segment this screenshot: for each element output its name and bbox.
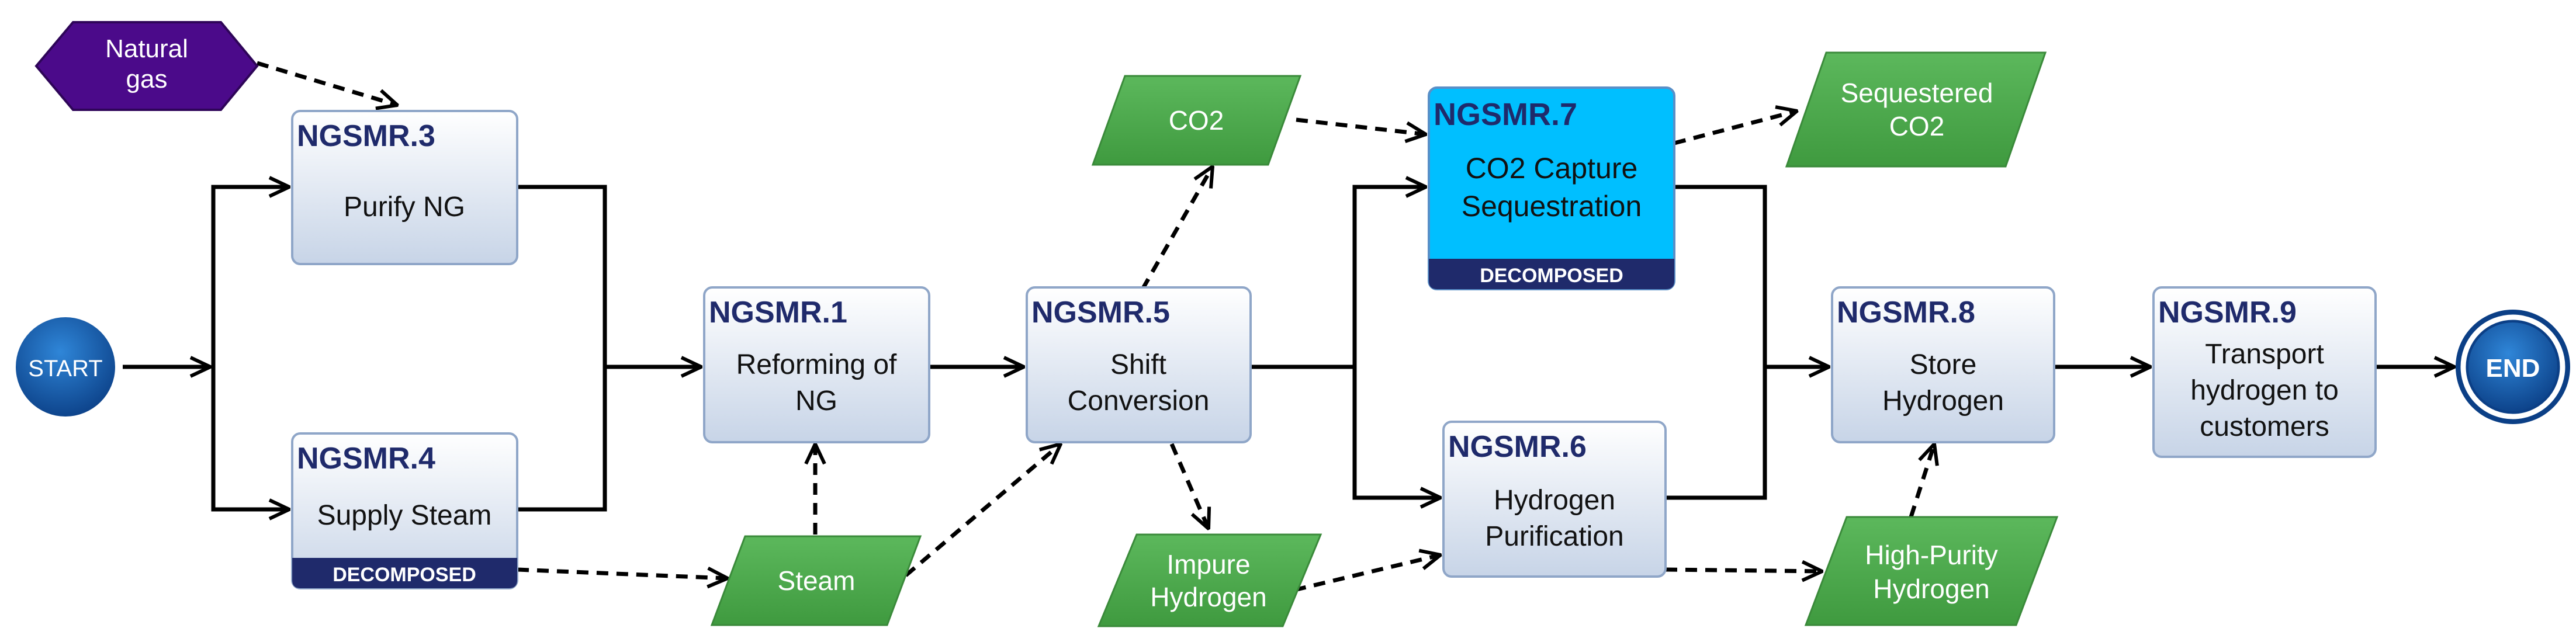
flow-impure-hydrogen[interactable]: Impure Hydrogen [1097, 533, 1322, 627]
flow-label-line1: High-Purity [1865, 540, 1998, 570]
process-label-line1: Store [1910, 349, 1977, 380]
decomposed-label: DECOMPOSED [1480, 265, 1623, 287]
solid-connectors [123, 187, 2454, 509]
process-id: NGSMR.4 [297, 442, 435, 476]
dash-ngsmr4-steam [517, 570, 728, 578]
process-label-line1: CO2 Capture [1466, 152, 1638, 185]
flow-label-line2: Hydrogen [1873, 574, 1989, 604]
flow-co2[interactable]: CO2 [1091, 75, 1302, 166]
connector-split-ngsmr4 [211, 367, 289, 509]
process-box [1442, 421, 1667, 578]
start-circle [16, 317, 115, 417]
flow-shape [1785, 51, 2047, 168]
process-box [291, 110, 518, 265]
process-label-line2: Hydrogen [1882, 386, 2004, 417]
dashed-connectors [256, 61, 1934, 592]
process-id: NGSMR.8 [1837, 296, 1975, 329]
dash-co2-ngsmr7 [1296, 117, 1426, 134]
process-label-line2: Purification [1485, 521, 1623, 552]
connector-ngsmr4-merge [517, 367, 607, 512]
flow-label-line1: Sequestered [1841, 78, 1993, 108]
process-box [2152, 286, 2377, 458]
dash-ngsmr5-impure [1169, 443, 1209, 529]
connector-ngsmr3-merge [517, 185, 607, 367]
process-label-line1: Hydrogen [1494, 485, 1615, 516]
flow-shape [1804, 516, 2059, 626]
flow-shape [1097, 533, 1322, 627]
process-ngsmr9[interactable]: NGSMR.9 Transport hydrogen to customers [2152, 286, 2377, 458]
process-label-line2: hydrogen to [2190, 375, 2339, 406]
start-terminal[interactable]: START [16, 317, 115, 417]
end-circle-inner [2468, 322, 2557, 411]
process-id: NGSMR.1 [709, 296, 847, 329]
process-label: Supply Steam [317, 500, 492, 531]
dash-ngsmr5-co2 [1140, 166, 1213, 290]
process-label-line3: customers [2200, 411, 2329, 442]
decomposed-band [1429, 259, 1674, 289]
process-label-line1: Reforming of [736, 349, 897, 380]
end-terminal[interactable]: END [2456, 310, 2570, 424]
dash-ngsmr7-sequestered [1674, 111, 1797, 145]
input-natural-gas[interactable]: Natural gas [34, 21, 259, 111]
connector-split-ngsmr7 [1352, 187, 1426, 367]
process-ngsmr4[interactable]: NGSMR.4 Supply Steam DECOMPOSED [291, 432, 518, 589]
process-ngsmr7[interactable]: NGSMR.7 CO2 Capture Sequestration DECOMP… [1428, 86, 1675, 290]
connector-ngsmr6-merge [1666, 367, 1767, 500]
process-box [703, 286, 930, 443]
process-label-line2: Conversion [1068, 386, 1210, 417]
process-box [1831, 286, 2055, 443]
flow-sequestered-co2[interactable]: Sequestered CO2 [1785, 51, 2047, 168]
process-ngsmr1[interactable]: NGSMR.1 Reforming of NG [703, 286, 930, 443]
process-label-line1: Shift [1110, 349, 1166, 380]
process-label-line2: NG [795, 386, 837, 417]
dash-impure-ngsmr6 [1294, 555, 1441, 592]
end-circle-ring [2460, 314, 2565, 419]
process-ngsmr5[interactable]: NGSMR.5 Shift Conversion [1026, 286, 1252, 443]
process-label: Purify NG [344, 192, 465, 223]
decomposed-label: DECOMPOSED [333, 564, 476, 586]
end-label: END [2486, 354, 2540, 383]
process-id: NGSMR.9 [2158, 296, 2297, 329]
flow-high-purity-hydrogen[interactable]: High-Purity Hydrogen [1804, 516, 2059, 626]
flow-shape [710, 535, 922, 626]
flow-steam[interactable]: Steam [710, 535, 922, 626]
dash-naturalgas-ngsmr3 [256, 61, 397, 105]
process-label-line2: Sequestration [1462, 190, 1642, 223]
dash-highpurity-ngsmr8 [1909, 444, 1934, 518]
dash-steam-ngsmr5 [904, 444, 1061, 577]
process-ngsmr3[interactable]: NGSMR.3 Purify NG [291, 110, 518, 265]
flow-shape [1091, 75, 1302, 166]
connector-ngsmr7-merge [1674, 185, 1767, 367]
flow-label-line2: Hydrogen [1150, 582, 1266, 612]
flow-label-line1: Impure [1166, 549, 1250, 579]
connector-split-ngsmr3 [211, 187, 289, 367]
flow-label: Steam [778, 565, 856, 596]
process-ngsmr6[interactable]: NGSMR.6 Hydrogen Purification [1442, 421, 1667, 578]
process-id: NGSMR.7 [1434, 97, 1577, 132]
process-id: NGSMR.3 [297, 119, 435, 153]
process-label-line1: Transport [2205, 339, 2324, 370]
process-id: NGSMR.5 [1031, 296, 1170, 329]
start-label: START [28, 356, 102, 381]
process-id: NGSMR.6 [1448, 430, 1587, 464]
input-natural-gas-shape [34, 21, 259, 111]
dash-ngsmr6-highpurity [1665, 570, 1822, 571]
connector-split-ngsmr6 [1352, 367, 1441, 498]
process-ngsmr8[interactable]: NGSMR.8 Store Hydrogen [1831, 286, 2055, 443]
flow-label: CO2 [1169, 105, 1224, 136]
input-natural-gas-line2: gas [126, 65, 168, 93]
process-box [1026, 286, 1252, 443]
decomposed-band [292, 558, 517, 588]
input-natural-gas-line1: Natural [105, 34, 188, 63]
flow-label-line2: CO2 [1889, 111, 1945, 141]
